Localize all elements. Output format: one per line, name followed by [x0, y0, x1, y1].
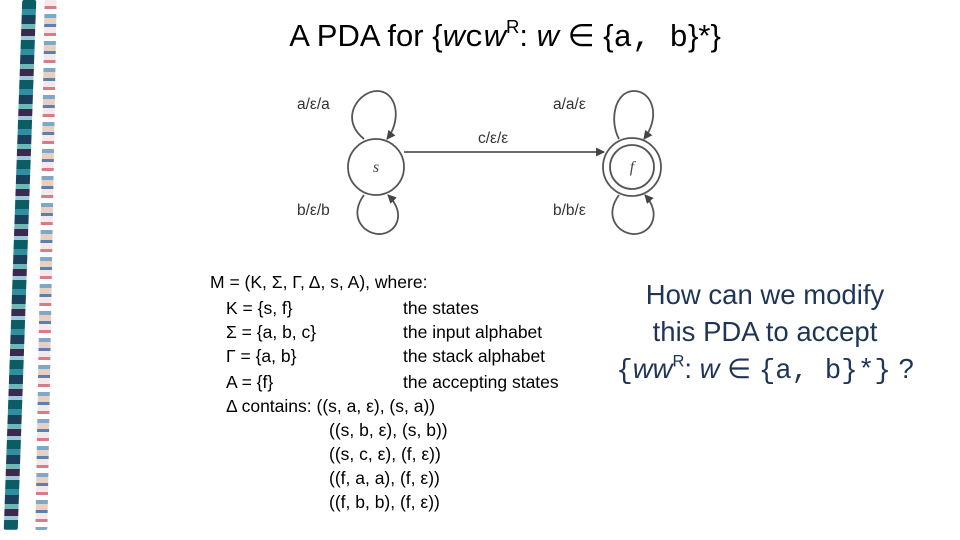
- definition-description: the accepting states: [403, 370, 559, 395]
- definition-line: Γ = {a, b}: [226, 344, 296, 369]
- definition-line: ((s, b, ε), (s, b)): [329, 418, 448, 443]
- definition-line: M = (K, Σ, Γ, Δ, s, A), where:: [210, 270, 427, 295]
- transition-label-b-eps-b: b/ε/b: [297, 202, 330, 219]
- transition-label-c-eps-eps: c/ε/ε: [478, 130, 508, 147]
- definition-description: the states: [403, 296, 479, 321]
- definition-line: K = {s, f}: [226, 296, 293, 321]
- transition-f-loop-b-arrow: [612, 195, 653, 234]
- definition-line: ((f, b, b), (f, ε)): [329, 490, 440, 515]
- question-line-3: {wwR: w ∈ {a, b}*} ?: [600, 350, 930, 390]
- state-s-label: s: [373, 159, 379, 176]
- question-line-2: this PDA to accept: [600, 313, 930, 350]
- definition-description: the input alphabet: [403, 320, 542, 345]
- definition-line: ((f, a, a), (f, ε)): [329, 466, 440, 491]
- transition-s-loop-b-arrow: [357, 195, 398, 234]
- definition-line: Δ contains: ((s, a, ε), (s, a)): [226, 394, 435, 419]
- transition-label-a-a-eps: a/a/ε: [553, 96, 586, 113]
- definition-line: ((s, c, ε), (f, ε)): [329, 442, 441, 467]
- transition-label-a-eps-a: a/ε/a: [297, 96, 330, 113]
- question-text: How can we modify this PDA to accept {ww…: [600, 276, 930, 390]
- transition-label-b-b-eps: b/b/ε: [553, 202, 586, 219]
- transition-s-loop-a-arrow: [352, 91, 396, 139]
- transition-f-loop-a-arrow: [614, 91, 653, 139]
- definition-line: A = {f}: [226, 370, 273, 395]
- question-line-1: How can we modify: [600, 276, 930, 313]
- definition-line: Σ = {a, b, c}: [226, 320, 316, 345]
- definition-description: the stack alphabet: [403, 344, 545, 369]
